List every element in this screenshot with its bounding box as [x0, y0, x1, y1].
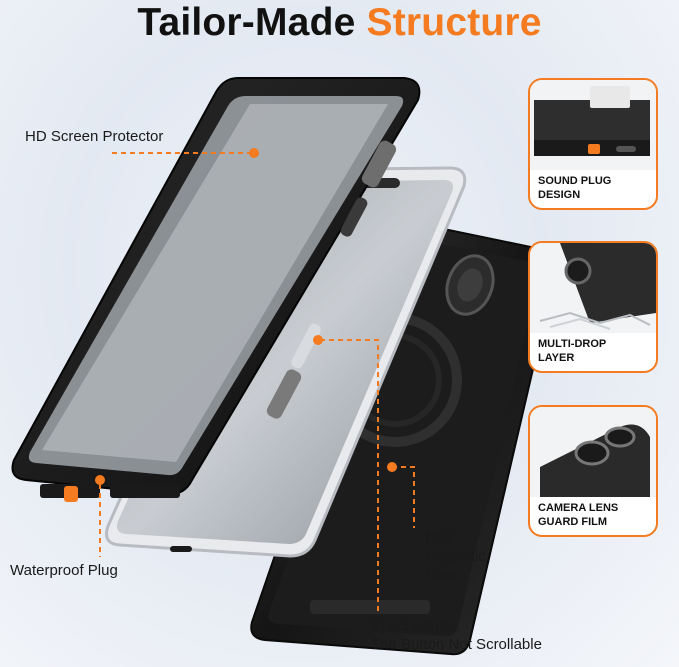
sound-plug-thumbnail — [530, 80, 656, 170]
title-accent: Structure — [366, 1, 542, 44]
multi-drop-line1: MULTI-DROP — [538, 338, 607, 350]
multi-drop-caption: MULTI-DROP LAYER — [538, 337, 606, 365]
sound-plug-caption: SOUND PLUG DESIGN — [538, 174, 611, 202]
sound-plug-line1: SOUND PLUG — [538, 175, 612, 187]
feature-card-sound-plug: SOUND PLUG DESIGN — [528, 78, 658, 210]
magnetic-ring-label: N52 Magnetic Ring — [425, 530, 486, 584]
multi-drop-thumbnail — [530, 243, 656, 333]
camera-lens-line1: CAMERA LENS — [538, 502, 619, 514]
page-title: Tailor-Made Structure — [0, 0, 679, 52]
front-frame — [11, 77, 421, 502]
magnetic-ring-line1: N52 — [425, 530, 453, 547]
special-note-body: The Button Not Scrollable — [371, 636, 542, 653]
camera-lens-thumbnail — [530, 407, 656, 497]
feature-card-multi-drop: MULTI-DROP LAYER — [528, 241, 658, 373]
waterproof-plug-tab — [64, 486, 78, 502]
special-note: Special Note: The Button Not Scrollable — [371, 618, 542, 654]
multi-drop-line2: LAYER — [538, 352, 575, 364]
sound-plug-line2: DESIGN — [538, 189, 581, 201]
back-shell — [250, 220, 558, 656]
waterproof-plug-label: Waterproof Plug — [10, 562, 118, 579]
hd-screen-protector-label: HD Screen Protector — [25, 128, 164, 145]
callout-lines — [99, 152, 415, 612]
magnetic-ring-line3: Ring — [425, 566, 456, 583]
camera-lens-caption: CAMERA LENS GUARD FILM — [538, 501, 618, 529]
feature-card-camera-lens: CAMERA LENS GUARD FILM — [528, 405, 658, 537]
title-main: Tailor-Made — [137, 1, 367, 44]
special-note-title: Special Note: — [371, 618, 461, 635]
magnetic-ring-line2: Magnetic — [425, 548, 486, 565]
callout-dots — [95, 148, 397, 485]
camera-lens-line2: GUARD FILM — [538, 516, 608, 528]
